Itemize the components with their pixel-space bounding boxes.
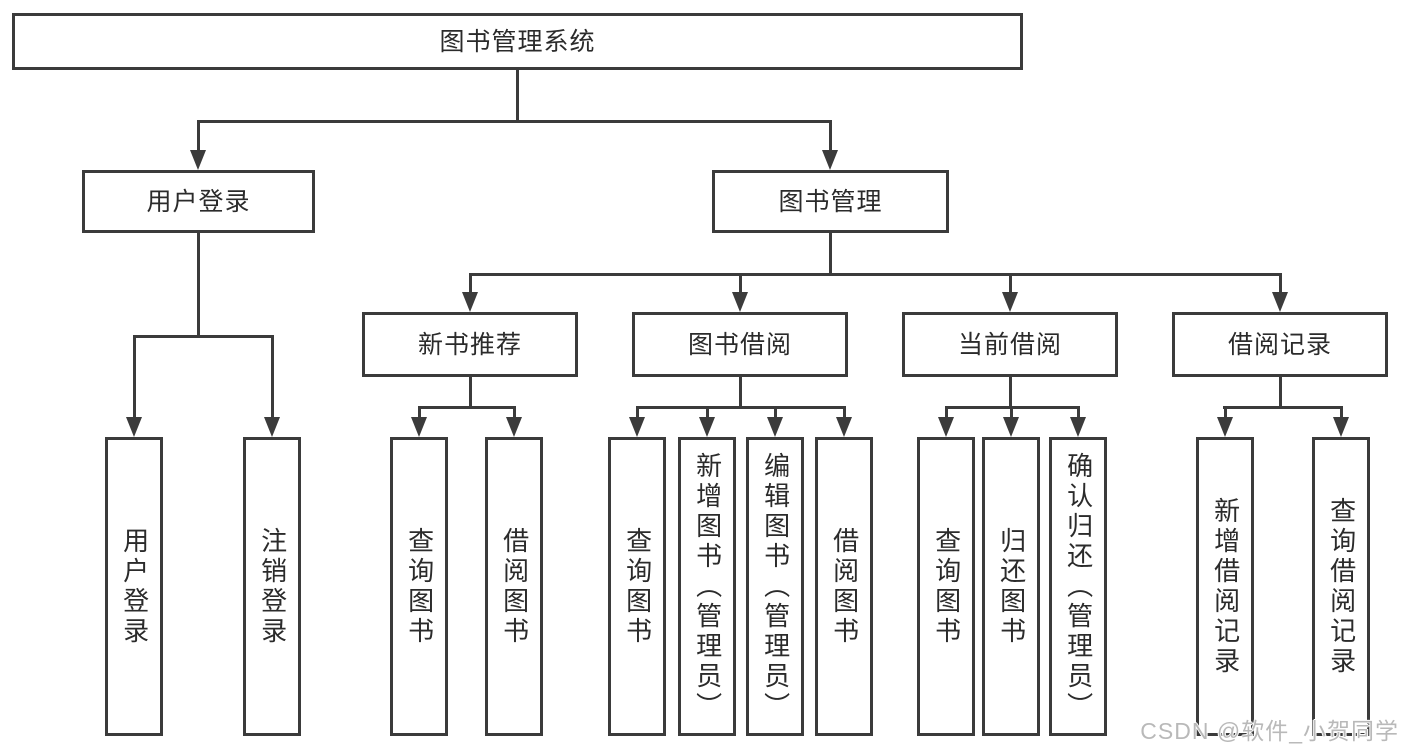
connector-line: [197, 120, 832, 123]
leaf-logout: 注销登录: [243, 437, 301, 736]
arrowhead-icon: [767, 417, 783, 437]
arrowhead-icon: [699, 417, 715, 437]
connector-line: [469, 273, 1282, 276]
node-book-borrowing: 图书借阅: [632, 312, 848, 377]
node-new-book-recommend: 新书推荐: [362, 312, 578, 377]
connector-line: [706, 406, 709, 421]
connector-line: [197, 120, 200, 153]
csdn-watermark: CSDN @软件_小贺同学: [1140, 718, 1399, 744]
arrowhead-icon: [462, 292, 478, 312]
connector-line: [1279, 273, 1282, 296]
connector-line: [516, 69, 519, 123]
arrowhead-icon: [822, 150, 838, 170]
arrowhead-icon: [836, 417, 852, 437]
connector-line: [418, 406, 516, 409]
leaf-borrow-books-recommend: 借阅图书: [485, 437, 543, 736]
connector-line: [1009, 377, 1012, 409]
connector-line: [1077, 406, 1080, 421]
connector-line: [469, 377, 472, 409]
connector-line: [1223, 406, 1343, 409]
connector-line: [133, 335, 274, 338]
leaf-add-book-admin: 新增图书（管理员）: [678, 437, 736, 736]
arrowhead-icon: [1002, 292, 1018, 312]
node-root-library-system: 图书管理系统: [12, 13, 1023, 70]
leaf-user-login: 用户登录: [105, 437, 163, 736]
arrowhead-icon: [1003, 417, 1019, 437]
connector-line: [513, 406, 516, 421]
leaf-borrow-books: 借阅图书: [815, 437, 873, 736]
arrowhead-icon: [190, 150, 206, 170]
arrowhead-icon: [629, 417, 645, 437]
leaf-query-books-borrowing: 查询图书: [608, 437, 666, 736]
arrowhead-icon: [126, 417, 142, 437]
connector-line: [829, 120, 832, 153]
connector-line: [1279, 377, 1282, 409]
leaf-return-book: 归还图书: [982, 437, 1040, 736]
leaf-confirm-return-admin: 确认归还（管理员）: [1049, 437, 1107, 736]
leaf-query-books-current: 查询图书: [917, 437, 975, 736]
arrowhead-icon: [1272, 292, 1288, 312]
arrowhead-icon: [1217, 417, 1233, 437]
node-current-borrowing: 当前借阅: [902, 312, 1118, 377]
connector-line: [739, 377, 742, 409]
arrowhead-icon: [732, 292, 748, 312]
node-borrowing-records: 借阅记录: [1172, 312, 1388, 377]
node-book-management: 图书管理: [712, 170, 949, 233]
connector-line: [1009, 273, 1012, 296]
connector-line: [1340, 406, 1343, 421]
connector-line: [636, 406, 639, 421]
leaf-add-borrow-record: 新增借阅记录: [1196, 437, 1254, 736]
connector-line: [469, 273, 472, 296]
arrowhead-icon: [938, 417, 954, 437]
arrowhead-icon: [1333, 417, 1349, 437]
connector-line: [774, 406, 777, 421]
connector-line: [843, 406, 846, 421]
node-user-login: 用户登录: [82, 170, 315, 233]
connector-line: [636, 406, 846, 409]
leaf-query-borrow-record: 查询借阅记录: [1312, 437, 1370, 736]
arrowhead-icon: [411, 417, 427, 437]
leaf-edit-book-admin: 编辑图书（管理员）: [746, 437, 804, 736]
connector-line: [271, 335, 274, 421]
connector-line: [133, 335, 136, 421]
connector-line: [945, 406, 948, 421]
connector-line: [197, 233, 200, 336]
arrowhead-icon: [1070, 417, 1086, 437]
connector-line: [1224, 406, 1227, 421]
connector-line: [1010, 406, 1013, 421]
arrowhead-icon: [264, 417, 280, 437]
leaf-query-books-recommend: 查询图书: [390, 437, 448, 736]
arrowhead-icon: [506, 417, 522, 437]
connector-line: [829, 233, 832, 276]
connector-line: [418, 406, 421, 421]
connector-line: [739, 273, 742, 296]
